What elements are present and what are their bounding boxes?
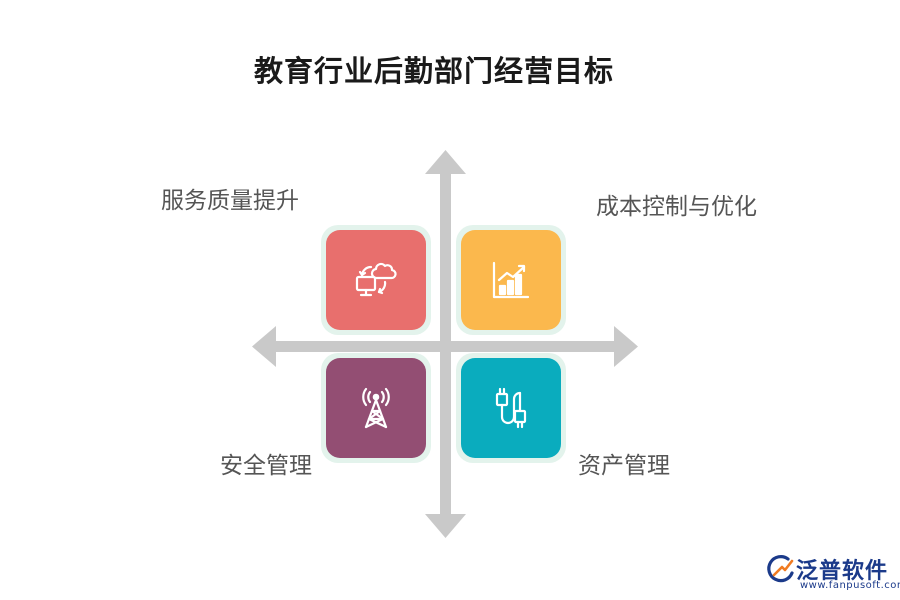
- quadrant-label-cost-control: 成本控制与优化: [596, 194, 757, 220]
- tile-frame-safety-management: [321, 353, 431, 463]
- tile-frame-service-quality: [321, 225, 431, 335]
- quadrant-label-service-quality: 服务质量提升: [161, 188, 299, 214]
- fanpu-logo-mark-icon: [767, 555, 794, 583]
- cable-connector-icon: [495, 387, 527, 429]
- tile-asset-management: [461, 358, 561, 458]
- cloud-computer-sync-icon: [355, 262, 397, 297]
- fanpu-logo: 泛普软件 www.fanpusoft.com: [766, 553, 900, 597]
- tile-service-quality: [326, 230, 426, 330]
- fanpu-logo-name: 泛普软件: [796, 559, 889, 584]
- axis-arrow-down: [425, 514, 466, 538]
- page-title: 教育行业后勤部门经营目标: [253, 54, 614, 88]
- quadrant-label-safety-management: 安全管理: [220, 453, 312, 479]
- horizontal-axis: [270, 341, 620, 352]
- tile-frame-asset-management: [456, 353, 566, 463]
- bar-chart-growth-icon: [492, 261, 530, 299]
- quadrant-label-asset-management: 资产管理: [578, 453, 670, 479]
- tile-frame-cost-control: [456, 225, 566, 335]
- axis-arrow-right: [614, 326, 638, 367]
- fanpu-logo-url: www.fanpusoft.com: [800, 580, 900, 591]
- tile-cost-control: [461, 230, 561, 330]
- axis-arrow-left: [252, 326, 276, 367]
- tile-safety-management: [326, 358, 426, 458]
- signal-tower-icon: [362, 387, 390, 429]
- axis-arrow-up: [425, 150, 466, 174]
